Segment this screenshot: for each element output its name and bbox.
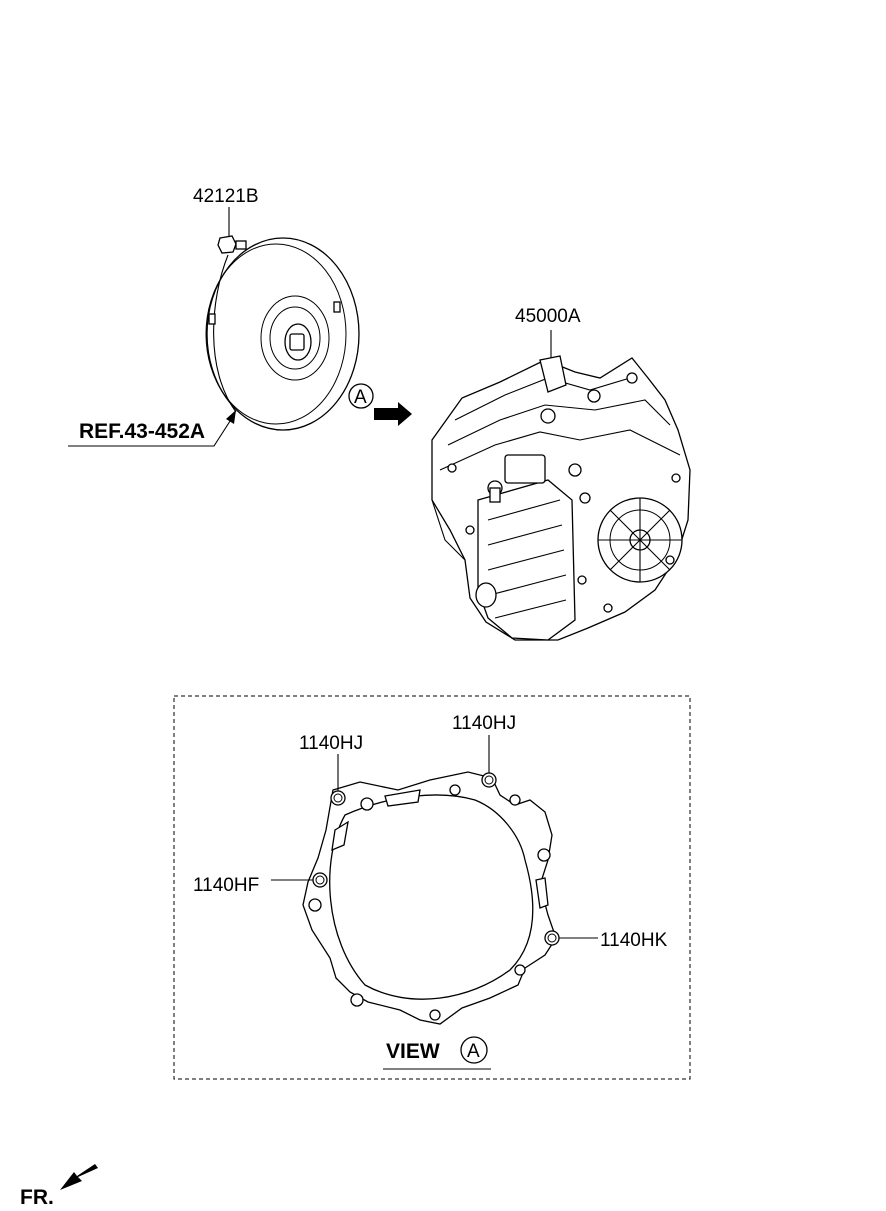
label-1140hj-left: 1140HJ: [299, 733, 363, 754]
bolt-1140hk[interactable]: [544, 930, 560, 946]
housing-gasket[interactable]: [302, 771, 557, 1025]
bolt-1140hj-right[interactable]: [481, 772, 497, 788]
label-1140hk: 1140HK: [600, 930, 668, 951]
label-1140hf: 1140HF: [193, 875, 259, 896]
bolt-1140hj-left[interactable]: [330, 790, 346, 806]
view-marker-letter: A: [354, 387, 367, 408]
arrow-icon: [374, 402, 412, 426]
bolt-42121b[interactable]: [217, 235, 247, 254]
view-a-box: [173, 695, 691, 1080]
label-42121b: 42121B: [193, 186, 259, 207]
label-1140hj-right: 1140HJ: [452, 713, 516, 734]
ref-label: REF.43-452A: [79, 420, 205, 443]
bolt-1140hf[interactable]: [312, 872, 328, 888]
torque-converter[interactable]: [205, 237, 360, 431]
front-arrow-icon: [60, 1164, 98, 1190]
ref-arrow-icon: [226, 410, 236, 424]
view-marker-circle: [348, 383, 374, 409]
view-title: VIEW: [386, 1040, 440, 1063]
label-45000a: 45000A: [515, 306, 581, 327]
view-title-circle: [460, 1036, 488, 1064]
view-title-letter: A: [467, 1041, 480, 1062]
transaxle-assembly[interactable]: [431, 355, 691, 641]
front-label: FR.: [20, 1186, 54, 1209]
